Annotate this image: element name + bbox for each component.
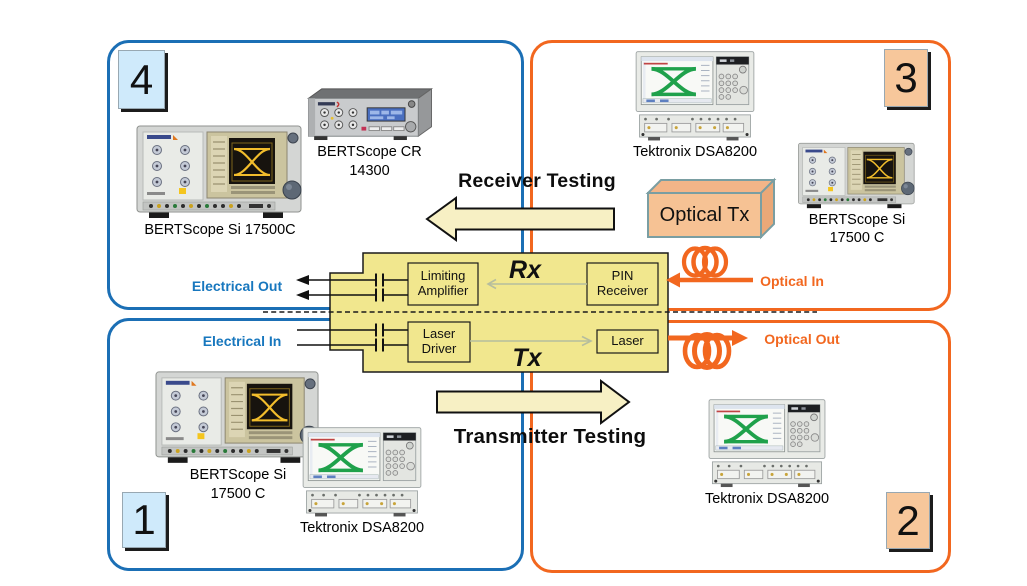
fiber-coil-out-icon [682, 332, 732, 370]
dsa8200-image [301, 426, 423, 519]
device-caption-line2: 14300 [349, 162, 390, 179]
electrical-out-arrowheads [296, 275, 309, 300]
limiting-amplifier-label: Limiting Amplifier [417, 268, 469, 298]
quadrant-3-number-text: 3 [894, 54, 918, 101]
device-q2-dsa8200: Tektronix DSA8200 [702, 398, 832, 508]
device-caption: Tektronix DSA8200 [704, 490, 830, 507]
quadrant-4-number-text: 4 [129, 55, 154, 103]
laser-driver-label: Laser Driver [421, 326, 457, 356]
device-caption: Tektronix DSA8200 [632, 144, 758, 161]
fiber-coil-in-icon [681, 245, 729, 279]
dut-inner-boxes [407, 262, 659, 363]
electrical-out-label: Electrical Out [191, 278, 283, 294]
tx-path-label: Tx [512, 344, 542, 372]
quadrant-2-number-text: 2 [896, 496, 920, 544]
laser-label: Laser [611, 333, 644, 349]
laser-box [596, 329, 659, 354]
dsa8200-image [707, 398, 827, 489]
receiver-testing-arrow [425, 196, 615, 242]
device-q1-bertscope-si: BERTScope Si 17500 C [152, 366, 324, 502]
transmitter-testing-title: Transmitter Testing [453, 425, 647, 448]
optical-in-label: Optical In [760, 273, 824, 289]
optical-tx-box-label: Optical Tx [659, 203, 750, 226]
rx-path-label: Rx [509, 256, 541, 284]
quadrant-1-box [107, 318, 524, 571]
device-q4-bertscope-cr: BERTScope CR 14300 [297, 87, 442, 180]
electrical-in-label: Electrical In [202, 333, 282, 349]
device-caption-line1: BERTScope CR [317, 143, 422, 160]
dsa8200-image [634, 50, 756, 143]
quadrant-3-number: 3 [884, 49, 928, 107]
quadrant-1-number: 1 [122, 492, 166, 548]
device-caption-line2: 17500 C [829, 230, 885, 247]
optical-tx-3d-box [645, 177, 777, 240]
quadrant-1-number-text: 1 [132, 496, 156, 543]
device-caption: Tektronix DSA8200 [299, 520, 425, 537]
quadrant-4-number: 4 [118, 50, 165, 109]
limiting-amplifier-box [407, 262, 479, 306]
bertscope-si-image [135, 124, 303, 220]
quadrant-3-box [530, 40, 951, 311]
device-caption: BERTScope Si 17500C [144, 222, 296, 238]
device-q3-bertscope-si: BERTScope Si 17500 C [796, 139, 918, 247]
device-q3-dsa8200: Tektronix DSA8200 [630, 50, 760, 161]
bertscope-si-image [797, 142, 915, 209]
device-caption-line1: BERTScope Si [189, 466, 287, 483]
quadrant-4-box [107, 40, 524, 310]
laser-driver-box [407, 321, 471, 363]
device-caption-line2: 17500 C [210, 485, 266, 502]
device-q1-dsa8200: Tektronix DSA8200 [297, 426, 427, 537]
receiver-testing-title: Receiver Testing [458, 170, 616, 192]
capacitor-symbols [375, 273, 384, 352]
bertscope-cr-image [307, 88, 432, 141]
transmitter-testing-arrow [436, 379, 631, 425]
device-caption-line1: BERTScope Si [808, 211, 906, 228]
device-q4-bertscope-si: BERTScope Si 17500C [132, 120, 308, 239]
pin-receiver-label: PIN Receiver [596, 268, 649, 298]
electrical-wires [297, 279, 408, 346]
pin-receiver-box [586, 262, 659, 306]
quadrant-2-number: 2 [886, 492, 930, 549]
optical-in-arrow [666, 272, 753, 288]
optical-out-label: Optical Out [764, 331, 840, 347]
internal-signal-arrows [470, 278, 593, 347]
optical-out-arrow [668, 330, 748, 346]
quadrant-2-box [530, 320, 951, 573]
